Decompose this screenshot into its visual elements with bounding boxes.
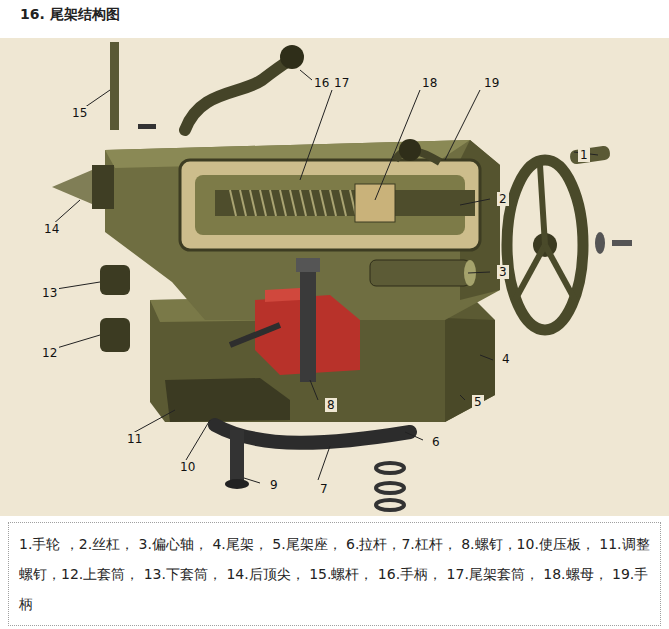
callout-number: 8 [325,398,337,412]
callout-number: 14 [42,222,61,236]
diagram-title: 16. 尾架结构图 [20,6,120,24]
callout-number: 5 [472,395,484,409]
callout-number: 6 [430,435,442,449]
callout-number: 12 [40,346,59,360]
callout-number: 18 [420,76,439,90]
callout-number: 9 [268,478,280,492]
callout-number: 17 [332,76,351,90]
callout-number: 13 [40,286,59,300]
callout-number: 1 [578,148,590,162]
callout-number: 4 [500,352,512,366]
callout-number: 11 [125,432,144,446]
parts-caption: 1.手轮 ，2.丝杠， 3.偏心轴， 4.尾架， 5.尾架座， 6.拉杆，7.杠… [8,522,661,626]
callout-number: 7 [318,482,330,496]
callout-number: 19 [482,76,501,90]
callout-number: 10 [178,460,197,474]
callout-number: 16 [312,76,331,90]
callout-number: 3 [497,265,509,279]
callout-number: 2 [497,192,509,206]
callout-number: 15 [70,106,89,120]
